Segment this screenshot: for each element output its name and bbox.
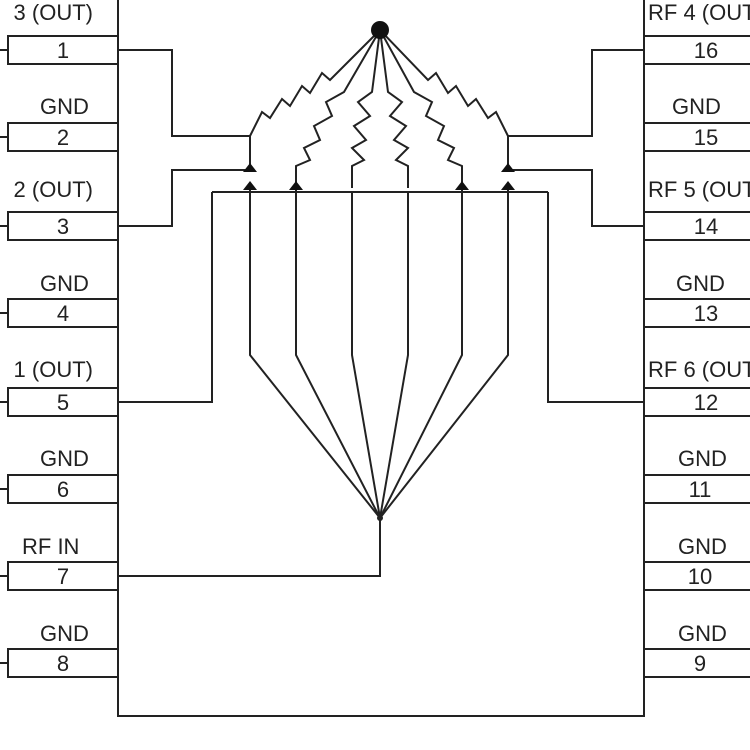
pin-label: GND	[40, 271, 89, 296]
pin-9: 9 GND	[643, 621, 750, 678]
pin-number: 10	[688, 564, 712, 589]
pin-label: GND	[672, 94, 721, 119]
trace-pin-1	[118, 49, 251, 170]
pin-label: GND	[678, 446, 727, 471]
pin-11: 11 GND	[643, 446, 750, 504]
pin-number: 2	[57, 125, 69, 150]
pin-number: 7	[57, 564, 69, 589]
pin-number: 3	[57, 214, 69, 239]
pin-number: 14	[694, 214, 718, 239]
trace-pin-14	[508, 169, 644, 227]
pin-3: 3 2 (OUT)	[0, 177, 119, 241]
pin-label: GND	[676, 271, 725, 296]
trace-pin-3	[118, 169, 250, 227]
fan-out-lines	[249, 188, 509, 519]
pin-label: GND	[678, 621, 727, 646]
pin-label: GND	[40, 94, 89, 119]
pin-12: 12 RF 6 (OUT)	[643, 357, 750, 417]
pin-number: 13	[694, 301, 718, 326]
pin-number: 8	[57, 651, 69, 676]
star-node	[371, 21, 389, 39]
pin-label: RF 5 (OUT)	[648, 177, 750, 202]
pin-10: 10 GND	[643, 534, 750, 591]
trace-pin-16	[507, 49, 644, 170]
trace-pin-12	[547, 192, 644, 403]
trace-pin-5	[118, 192, 213, 403]
pin-label: 3 (OUT)	[14, 0, 93, 25]
pin-1: 1 3 (OUT)	[0, 0, 119, 65]
rf-in-trace	[118, 518, 381, 577]
pin-label: RF 6 (OUT)	[648, 357, 750, 382]
pin-4: 4 GND	[0, 271, 119, 328]
pin-label: GND	[40, 446, 89, 471]
pin-number: 4	[57, 301, 69, 326]
pin-13: 13 GND	[643, 271, 750, 328]
pin-8: 8 GND	[0, 621, 119, 678]
pin-number: 16	[694, 38, 718, 63]
pin-2: 2 GND	[0, 94, 119, 152]
pin-16: 16 RF 4 (OUT)	[643, 0, 750, 65]
junction-markers	[243, 163, 515, 190]
pin-label: 2 (OUT)	[14, 177, 93, 202]
split-node	[377, 515, 383, 521]
package-outline	[117, 0, 645, 717]
pin-label: GND	[678, 534, 727, 559]
pin-number: 9	[694, 651, 706, 676]
pin-label: RF IN	[22, 534, 79, 559]
pin-number: 11	[689, 477, 712, 502]
pin-5: 5 1 (OUT)	[0, 357, 119, 417]
pin-number: 5	[57, 390, 69, 415]
pin-6: 6 GND	[0, 446, 119, 504]
pin-number: 15	[694, 125, 718, 150]
pin-15: 15 GND	[643, 94, 750, 152]
pin-label: GND	[40, 621, 89, 646]
pin-7: 7 RF IN	[0, 534, 119, 591]
pin-number: 6	[57, 477, 69, 502]
pin-number: 12	[694, 390, 718, 415]
isolation-resistors	[249, 29, 509, 188]
pin-label: 1 (OUT)	[14, 357, 93, 382]
pin-14: 14 RF 5 (OUT)	[643, 177, 750, 241]
pin-label: RF 4 (OUT)	[648, 0, 750, 25]
pin-number: 1	[57, 38, 69, 63]
